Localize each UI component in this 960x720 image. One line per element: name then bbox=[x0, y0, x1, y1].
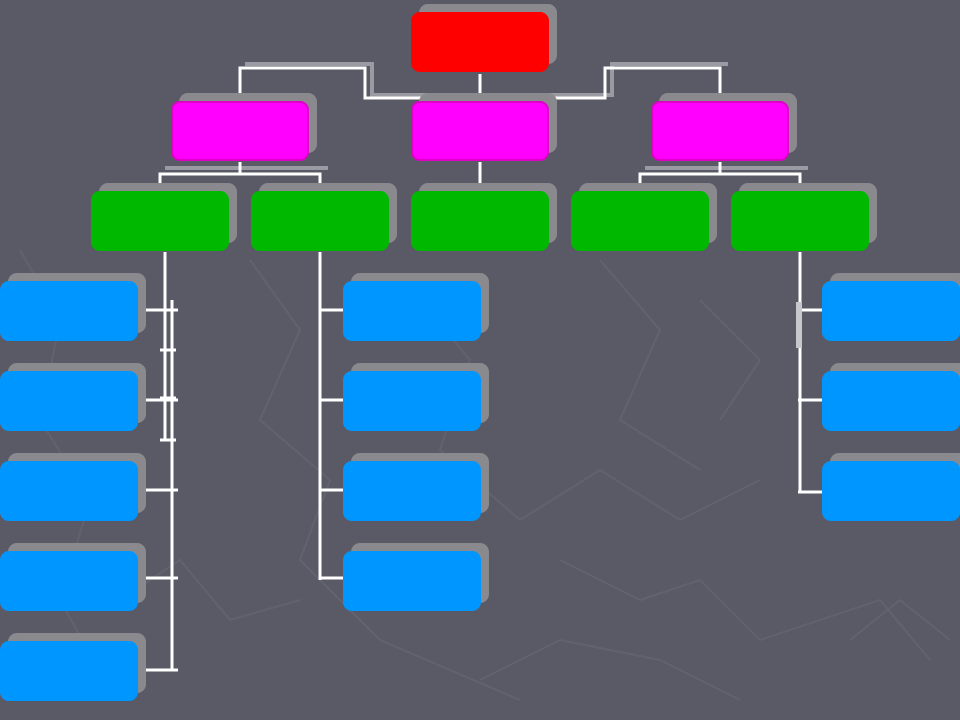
org-level1-box[interactable] bbox=[411, 101, 549, 161]
org-level3-box[interactable] bbox=[0, 641, 138, 701]
org-level3-box[interactable] bbox=[0, 461, 138, 521]
org-level3-box[interactable] bbox=[343, 281, 481, 341]
org-level3-box[interactable] bbox=[822, 461, 960, 521]
org-level3-box[interactable] bbox=[0, 371, 138, 431]
org-level3-box[interactable] bbox=[822, 281, 960, 341]
org-level1-box[interactable] bbox=[171, 101, 309, 161]
org-level3-box[interactable] bbox=[343, 461, 481, 521]
org-level1-box[interactable] bbox=[651, 101, 789, 161]
org-level3-box[interactable] bbox=[0, 551, 138, 611]
org-level2-box[interactable] bbox=[251, 191, 389, 251]
org-root-box[interactable] bbox=[411, 12, 549, 72]
org-level2-box[interactable] bbox=[731, 191, 869, 251]
org-level2-box[interactable] bbox=[411, 191, 549, 251]
org-level3-box[interactable] bbox=[0, 281, 138, 341]
org-level2-box[interactable] bbox=[571, 191, 709, 251]
org-level2-box[interactable] bbox=[91, 191, 229, 251]
org-level3-box[interactable] bbox=[343, 371, 481, 431]
org-level3-box[interactable] bbox=[822, 371, 960, 431]
org-level3-box[interactable] bbox=[343, 551, 481, 611]
